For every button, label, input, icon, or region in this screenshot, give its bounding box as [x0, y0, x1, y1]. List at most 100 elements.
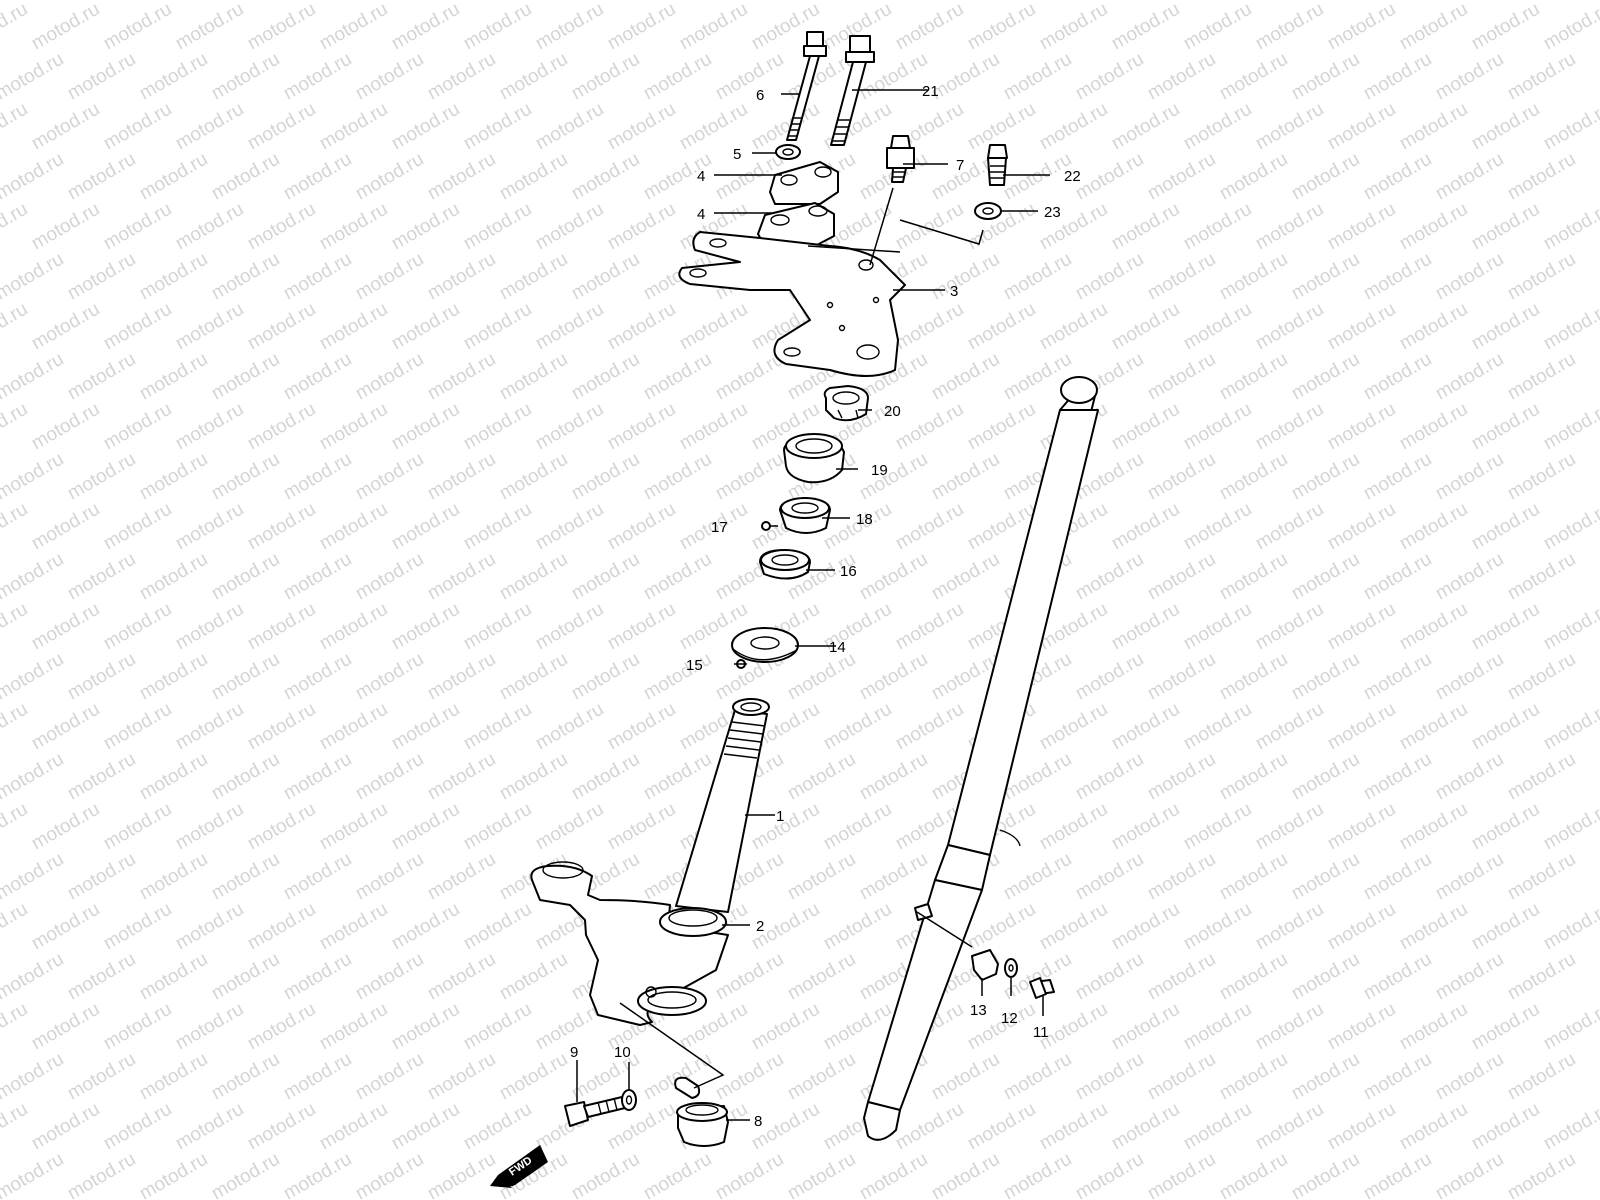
- watermark-text: motod.ru: [352, 249, 427, 305]
- bolt-6: [786, 31, 827, 141]
- watermark-text: motod.ru: [640, 649, 715, 705]
- watermark-text: motod.ru: [1360, 449, 1435, 505]
- watermark-text: motod.ru: [1108, 899, 1183, 955]
- watermark-text: motod.ru: [172, 1099, 247, 1155]
- watermark-text: motod.ru: [1360, 0, 1435, 4]
- watermark-text: motod.ru: [1432, 0, 1507, 4]
- watermark-text: motod.ru: [460, 299, 535, 355]
- watermark-text: motod.ru: [784, 1049, 859, 1105]
- watermark-text: motod.ru: [1324, 199, 1399, 255]
- watermark-text: motod.ru: [244, 1099, 319, 1155]
- callout-4-lower: 4: [697, 206, 705, 223]
- watermark-text: motod.ru: [1000, 49, 1075, 105]
- watermark-text: motod.ru: [460, 999, 535, 1055]
- watermark-text: motod.ru: [496, 349, 571, 405]
- watermark-text: motod.ru: [1180, 0, 1255, 54]
- callout-21: 21: [922, 83, 939, 100]
- watermark-text: motod.ru: [496, 49, 571, 105]
- watermark-text: motod.ru: [1504, 549, 1579, 605]
- watermark-text: motod.ru: [352, 849, 427, 905]
- watermark-text: motod.ru: [1180, 599, 1255, 655]
- watermark-text: motod.ru: [1324, 899, 1399, 955]
- watermark-text: motod.ru: [1144, 849, 1219, 905]
- callout-22: 22: [1064, 168, 1081, 185]
- watermark-text: motod.ru: [1072, 549, 1147, 605]
- steering-stem-1: [675, 698, 770, 913]
- watermark-text: motod.ru: [532, 0, 607, 54]
- callout-labels: 6 21 5 4 4 7 22 23 3 20 19 18 17 16 14 1…: [570, 83, 1081, 1130]
- watermark-text: motod.ru: [136, 0, 211, 4]
- watermark-text: motod.ru: [100, 699, 175, 755]
- callout-12: 12: [1001, 1010, 1018, 1027]
- watermark-text: motod.ru: [64, 1149, 139, 1200]
- watermark-text: motod.ru: [280, 1049, 355, 1105]
- watermark-text: motod.ru: [352, 149, 427, 205]
- watermark-text: motod.ru: [64, 49, 139, 105]
- watermark-text: motod.ru: [64, 149, 139, 205]
- watermark-text: motod.ru: [0, 349, 67, 405]
- watermark-text: motod.ru: [1396, 499, 1471, 555]
- watermark-text: motod.ru: [208, 1049, 283, 1105]
- watermark-text: motod.ru: [604, 299, 679, 355]
- watermark-text: motod.ru: [964, 1099, 1039, 1155]
- watermark-text: motod.ru: [0, 549, 67, 605]
- watermark-text: motod.ru: [0, 199, 31, 255]
- watermark-text: motod.ru: [1144, 449, 1219, 505]
- watermark-text: motod.ru: [892, 399, 967, 455]
- watermark-text: motod.ru: [784, 649, 859, 705]
- watermark-text: motod.ru: [568, 549, 643, 605]
- watermark-text: motod.ru: [1144, 1049, 1219, 1105]
- watermark-text: motod.ru: [568, 1149, 643, 1200]
- watermark-text: motod.ru: [172, 0, 247, 54]
- watermark-text: motod.ru: [0, 1149, 67, 1200]
- watermark-text: motod.ru: [424, 549, 499, 605]
- watermark-text: motod.ru: [532, 699, 607, 755]
- callout-2: 2: [756, 918, 764, 935]
- watermark-text: motod.ru: [1504, 249, 1579, 305]
- watermark-text: motod.ru: [1144, 1149, 1219, 1200]
- watermark-text: motod.ru: [0, 149, 67, 205]
- watermark-text: motod.ru: [28, 899, 103, 955]
- watermark-text: motod.ru: [136, 849, 211, 905]
- watermark-text: motod.ru: [136, 349, 211, 405]
- watermark-text: motod.ru: [532, 199, 607, 255]
- watermark-text: motod.ru: [928, 449, 1003, 505]
- watermark-text: motod.ru: [1540, 299, 1600, 355]
- watermark-text: motod.ru: [64, 0, 139, 4]
- watermark-text: motod.ru: [0, 399, 31, 455]
- watermark-text: motod.ru: [1432, 149, 1507, 205]
- callout-6: 6: [756, 87, 764, 104]
- callout-3: 3: [950, 283, 958, 300]
- watermark-text: motod.ru: [1360, 249, 1435, 305]
- watermark-text: motod.ru: [244, 999, 319, 1055]
- watermark-text: motod.ru: [172, 899, 247, 955]
- watermark-text: motod.ru: [100, 399, 175, 455]
- watermark-text: motod.ru: [1252, 299, 1327, 355]
- watermark-text: motod.ru: [568, 149, 643, 205]
- watermark-text: motod.ru: [496, 649, 571, 705]
- watermark-text: motod.ru: [892, 599, 967, 655]
- watermark-text: motod.ru: [1144, 749, 1219, 805]
- watermark-text: motod.ru: [1108, 1099, 1183, 1155]
- watermark-text: motod.ru: [424, 1049, 499, 1105]
- watermark-text: motod.ru: [1216, 349, 1291, 405]
- watermark-text: motod.ru: [1504, 449, 1579, 505]
- watermark-text: motod.ru: [316, 699, 391, 755]
- watermark-text: motod.ru: [1360, 549, 1435, 605]
- watermark-text: motod.ru: [28, 499, 103, 555]
- watermark-text: motod.ru: [568, 49, 643, 105]
- watermark-text: motod.ru: [1180, 799, 1255, 855]
- watermark-text: motod.ru: [784, 1149, 859, 1200]
- watermark-text: motod.ru: [1108, 99, 1183, 155]
- washer-10: [621, 1089, 637, 1111]
- watermark-text: motod.ru: [208, 849, 283, 905]
- callout-18: 18: [856, 511, 873, 528]
- watermark-text: motod.ru: [100, 499, 175, 555]
- watermark-text: motod.ru: [748, 799, 823, 855]
- watermark-text: motod.ru: [1360, 749, 1435, 805]
- watermark-text: motod.ru: [496, 549, 571, 605]
- watermark-text: motod.ru: [316, 499, 391, 555]
- watermark-text: motod.ru: [928, 49, 1003, 105]
- watermark-text: motod.ru: [712, 1149, 787, 1200]
- watermark-text: motod.ru: [388, 999, 463, 1055]
